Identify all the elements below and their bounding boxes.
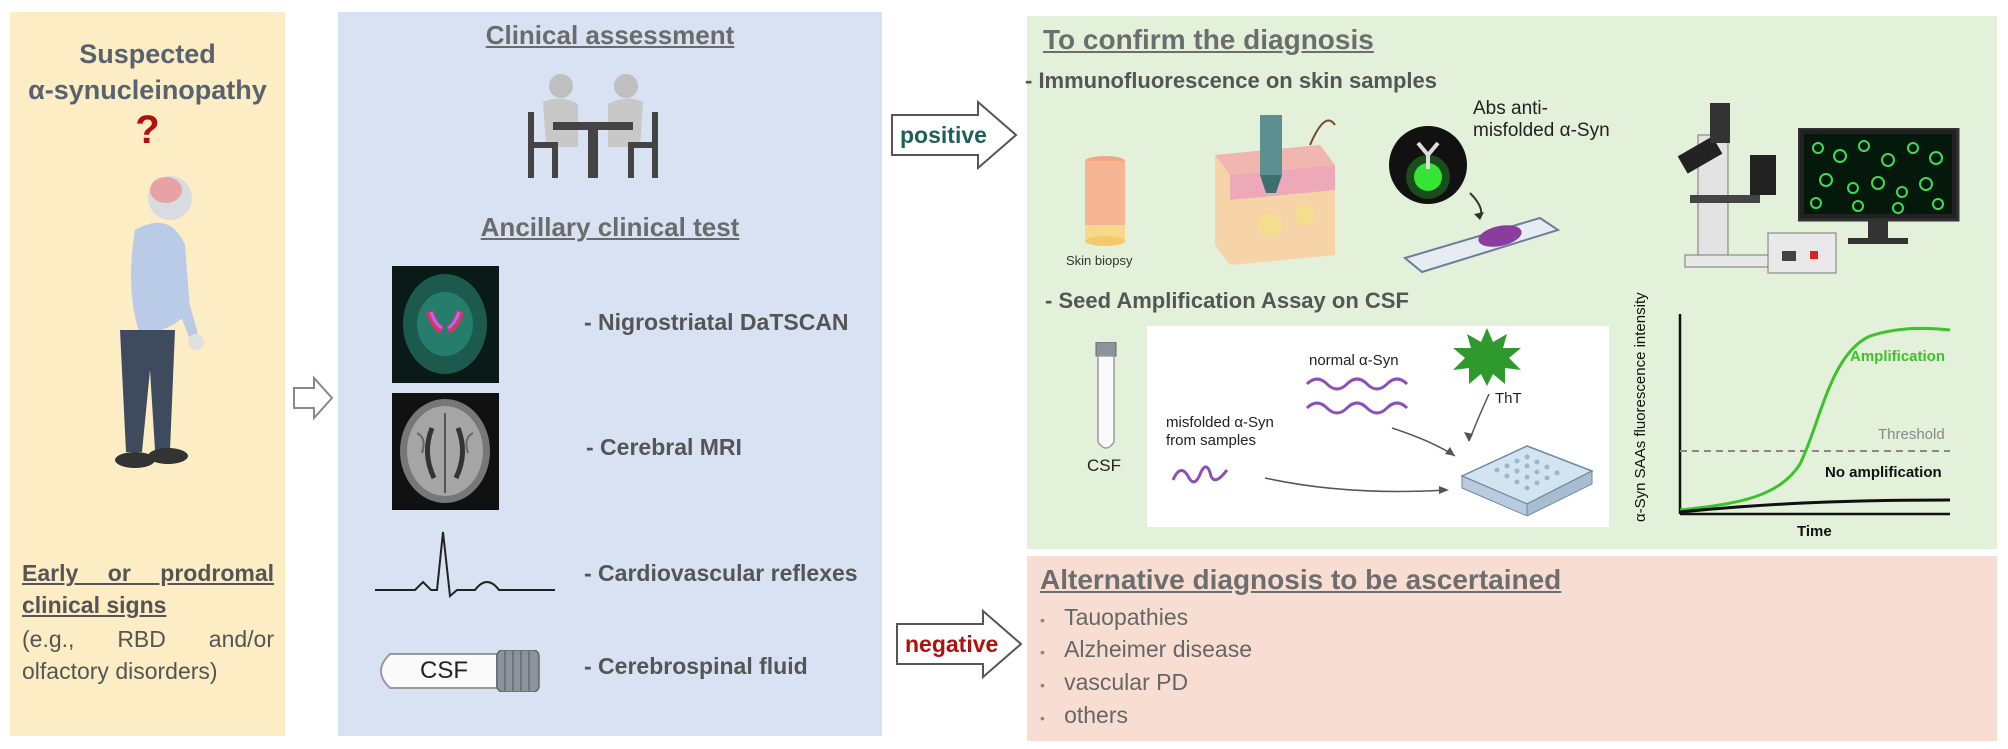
tht-star-icon — [1453, 328, 1521, 386]
microscope-icon — [1677, 103, 1837, 274]
test-label-cardio: - Cardiovascular reflexes — [584, 560, 858, 586]
slide-icon — [1402, 192, 1560, 274]
skin-tissue-icon — [1215, 115, 1336, 265]
normal-syn-wave-icon — [1305, 377, 1409, 415]
ancillary-test-heading: Ancillary clinical test — [480, 212, 740, 242]
consultation-icon — [528, 74, 658, 178]
signs-line3: (e.g., RBD and/or — [22, 626, 274, 652]
saa-chart — [1678, 314, 1951, 516]
mri-image — [392, 393, 499, 510]
list-item: • Tauopathies — [1040, 604, 1189, 630]
signs-line4: olfactory disorders) — [22, 658, 218, 684]
alternative-panel — [1027, 556, 1997, 741]
normal-syn-label: normal α-Syn — [1309, 352, 1399, 369]
positive-label: positive — [900, 122, 987, 148]
monitor-icon — [1798, 128, 1960, 244]
negative-arrow: negative — [895, 609, 1025, 679]
alternative-heading: Alternative diagnosis to be ascertained — [1040, 564, 1562, 595]
misfolded-line1: misfolded α-Syn — [1166, 414, 1274, 431]
clinical-assessment-heading: Clinical assessment — [485, 20, 735, 50]
datscan-image — [392, 266, 499, 383]
brain-icon — [150, 177, 182, 203]
confirm-heading: To confirm the diagnosis — [1043, 24, 1374, 55]
threshold-label: Threshold — [1878, 426, 1945, 443]
misfolded-line2: from samples — [1166, 432, 1257, 449]
elderly-person-illustration — [115, 176, 204, 468]
multiwell-plate-icon — [1460, 445, 1594, 516]
tht-label: ThT — [1495, 390, 1522, 407]
hollow-arrow-right — [293, 375, 334, 421]
suspected-title-line2: α-synucleinopathy — [28, 75, 267, 105]
abs-line2: misfolded α-Syn — [1473, 120, 1610, 141]
chart-xlabel: Time — [1797, 523, 1832, 540]
list-item: • others — [1040, 702, 1129, 728]
csf-tube: CSF — [372, 650, 544, 692]
csf-tube-label: CSF — [420, 657, 468, 684]
csf-vial-icon — [1095, 342, 1117, 449]
immuno-label: - Immunofluorescence on skin samples — [1025, 68, 1438, 93]
abs-line1: Abs anti- — [1473, 98, 1548, 119]
list-item: • vascular PD — [1040, 669, 1189, 695]
skin-biopsy-icon — [1085, 156, 1125, 246]
chart-ylabel: α-Syn SAAs fluorescence intensity — [1632, 292, 1649, 522]
csf-vial-label: CSF — [1087, 456, 1121, 475]
series-amplification-line — [1679, 326, 1951, 512]
skin-biopsy-label: Skin biopsy — [1066, 253, 1133, 268]
suspected-title-line1: Suspected — [79, 39, 216, 69]
positive-arrow: positive — [890, 100, 1020, 170]
legend-amplification: Amplification — [1850, 348, 1946, 365]
saa-diagram: normal α-Syn ThT misfolded α-Syn from sa… — [1147, 326, 1609, 527]
misfolded-syn-icon — [1171, 465, 1229, 484]
signs-line1: Early or prodromal — [22, 560, 274, 586]
list-item: • Alzheimer disease — [1040, 636, 1252, 662]
test-label-csf: - Cerebrospinal fluid — [584, 653, 808, 679]
saa-arrows — [1264, 393, 1490, 494]
ecg-trace — [375, 531, 555, 598]
seed-assay-label: - Seed Amplification Assay on CSF — [1045, 288, 1409, 313]
series-no-amplification-line — [1679, 498, 1951, 514]
test-label-mri: - Cerebral MRI — [586, 434, 742, 460]
question-mark: ? — [135, 108, 160, 152]
antibody-icon — [1389, 126, 1467, 204]
signs-line2: clinical signs — [22, 592, 167, 618]
test-label-datscan: - Nigrostriatal DaTSCAN — [584, 309, 849, 335]
legend-no-amplification: No amplification — [1825, 464, 1942, 481]
negative-label: negative — [905, 631, 999, 657]
